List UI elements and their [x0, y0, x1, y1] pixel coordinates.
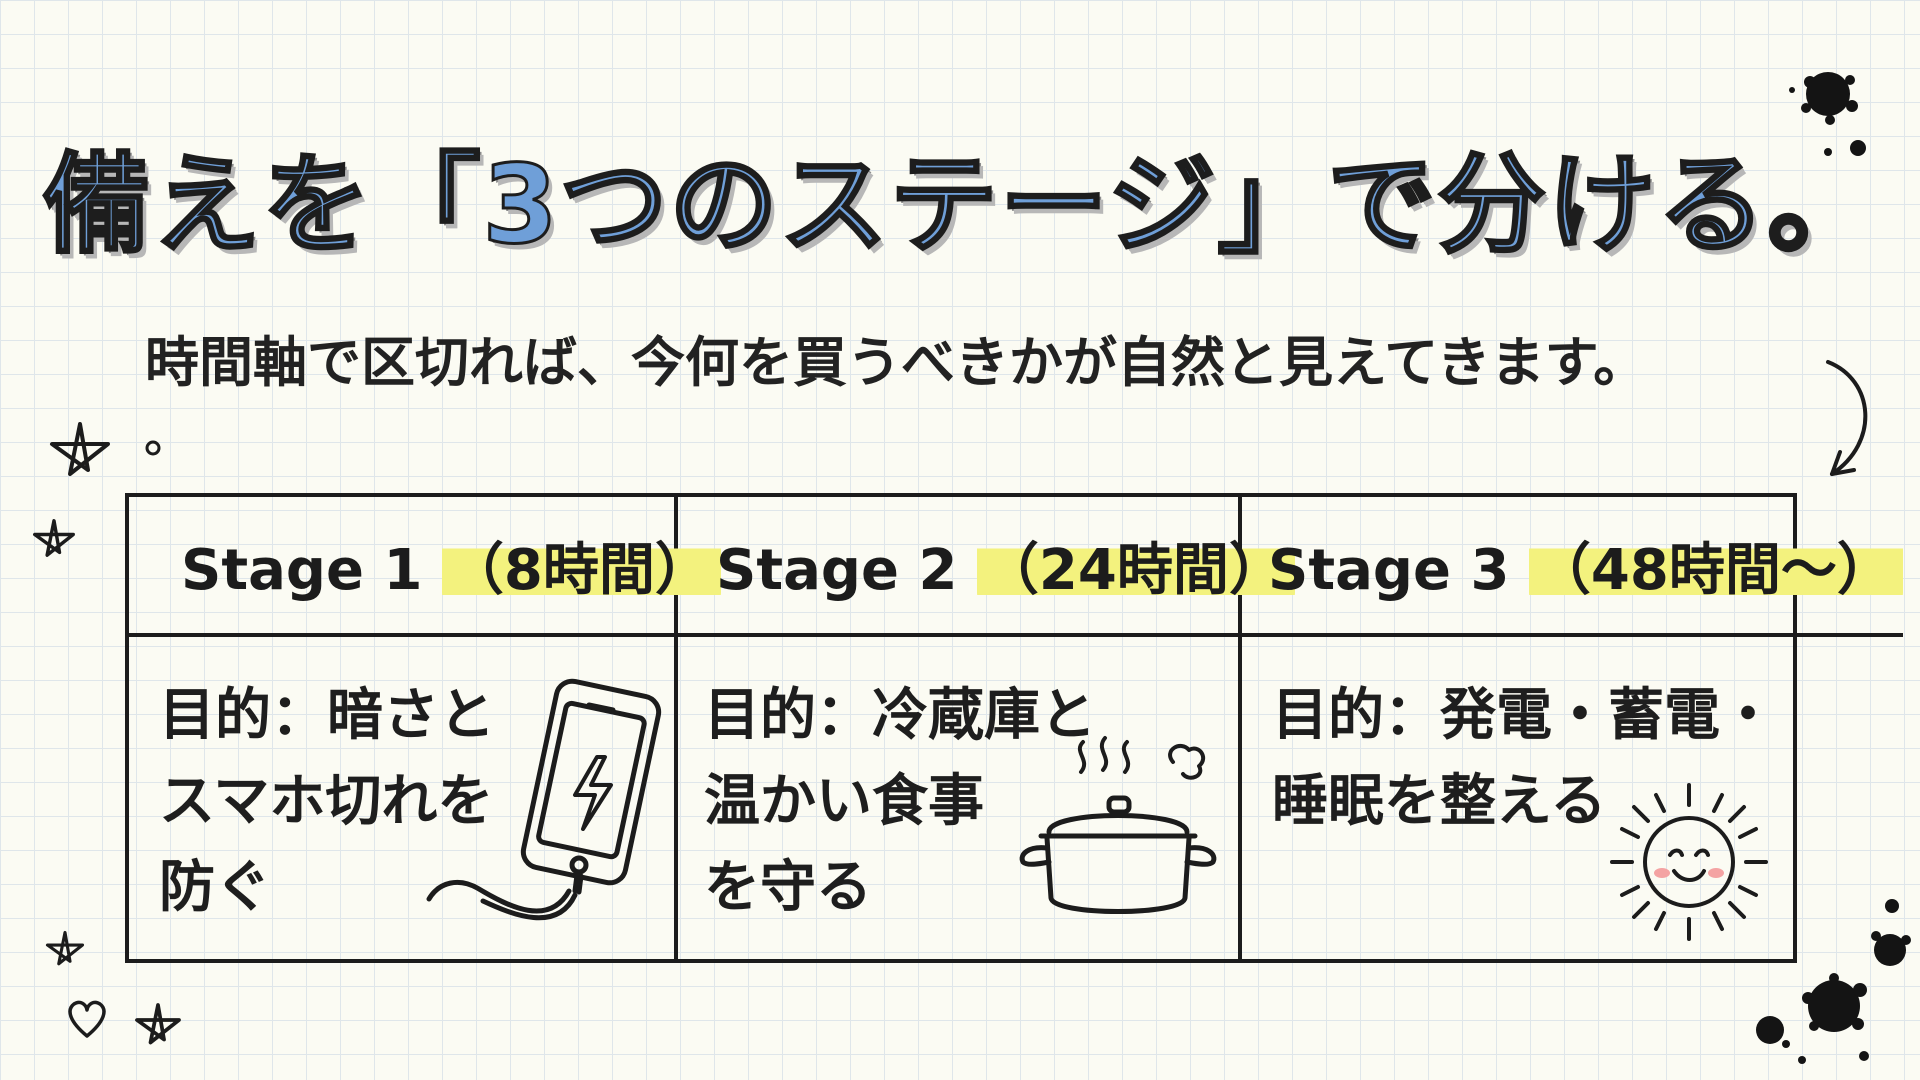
- stage-1-body: 目的：暗さと スマホ切れを 防ぐ: [129, 637, 678, 959]
- star-doodle-icon: [33, 519, 75, 557]
- cooking-pot-icon: [1019, 736, 1217, 914]
- stage-2-purpose-line: 温かい食事: [704, 769, 984, 834]
- stage-3-purpose-line: 睡眠を整える: [1272, 769, 1607, 834]
- curved-arrow-icon: [1826, 360, 1868, 476]
- stage-3-body: 目的：発電・蓄電・ 睡眠を整える: [1242, 637, 1903, 959]
- stage-3-header: Stage 3 （48時間〜）: [1242, 497, 1903, 637]
- stage-2-header: Stage 2 （24時間）: [678, 497, 1295, 637]
- small-circle-doodle: [145, 440, 161, 456]
- smartphone-charging-icon: [426, 678, 662, 921]
- stage-2-body: 目的：冷蔵庫と 温かい食事 を守る: [678, 637, 1242, 959]
- stage-1-purpose-line: スマホ切れを: [159, 769, 494, 834]
- stage-2-name: Stage 2: [716, 537, 958, 603]
- page-subtitle: 時間軸で区切れば、今何を買うべきかが自然と見えてきます。: [145, 331, 1648, 394]
- stage-1-purpose-line: 目的：暗さと: [159, 683, 495, 748]
- stage-1-duration: （8時間）: [441, 537, 721, 603]
- stage-3-duration: （48時間〜）: [1528, 537, 1903, 603]
- stage-3-purpose: 目的：発電・蓄電・ 睡眠を整える: [1272, 673, 1776, 845]
- stage-table: Stage 1 （8時間） Stage 2 （24時間） Stage 3 （48…: [125, 493, 1903, 963]
- star-doodle-icon: [135, 1003, 181, 1045]
- star-doodle-icon: [45, 930, 85, 966]
- stage-3-purpose-line: 目的：発電・蓄電・: [1272, 683, 1776, 748]
- heart-doodle-icon: [68, 1000, 106, 1038]
- stage-1-purpose-line: 防ぐ: [159, 855, 271, 920]
- ink-splatter-icon: [1756, 899, 1911, 1064]
- stage-1-purpose: 目的：暗さと スマホ切れを 防ぐ: [159, 673, 495, 931]
- stage-3-name: Stage 3: [1268, 537, 1510, 603]
- star-doodle-icon: [50, 422, 110, 476]
- stage-1-name: Stage 1: [181, 537, 423, 603]
- ink-splatter-icon: [1789, 72, 1866, 156]
- stage-1-header: Stage 1 （8時間）: [129, 497, 721, 637]
- stage-2-duration: （24時間）: [976, 537, 1295, 603]
- stage-2-purpose-line: 目的：冷蔵庫と: [704, 683, 1096, 748]
- page-title: 備えを「3つのステージ」で分ける。: [41, 142, 1878, 270]
- smiling-sun-icon: [1610, 783, 1768, 941]
- stage-2-purpose: 目的：冷蔵庫と 温かい食事 を守る: [704, 673, 1096, 931]
- stage-2-purpose-line: を守る: [704, 855, 872, 920]
